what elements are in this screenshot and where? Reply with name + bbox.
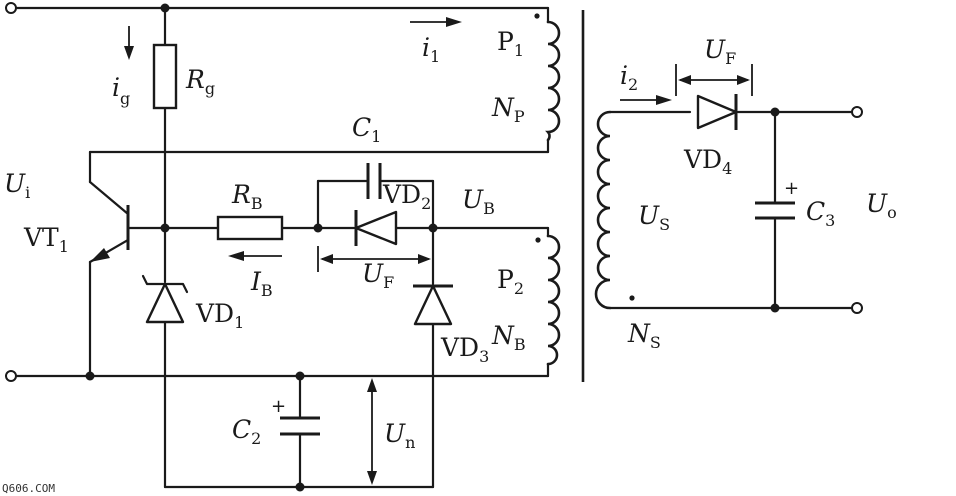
label-vd2: VD2 [382, 180, 431, 213]
label-i1: i1 [422, 33, 440, 66]
arrow-ib [228, 251, 282, 261]
arrow-i1 [410, 17, 462, 27]
transistor-vt1 [90, 205, 130, 262]
feedback-winding-p2 [546, 234, 561, 366]
label-p2: P2 [497, 265, 524, 298]
resistor-rb [216, 215, 284, 241]
diode-vd3 [413, 284, 453, 326]
junction-nodes [85, 3, 780, 492]
capacitor-c3 [755, 201, 795, 220]
label-ns: NS [627, 319, 661, 352]
label-c1: C1 [352, 113, 381, 146]
plus-sign-c3: + [784, 178, 799, 199]
arrow-uf-mid [317, 246, 434, 272]
label-c3: C3 [806, 197, 835, 230]
label-vt1: VT1 [23, 223, 69, 256]
input-terminal-bottom [5, 370, 17, 382]
output-terminal-top [851, 106, 863, 118]
transformer [534, 10, 635, 382]
polarity-dot-p1 [534, 13, 540, 19]
watermark: Q606.COM [2, 482, 55, 495]
arrow-ig [124, 26, 134, 60]
label-rb: RB [231, 180, 263, 213]
polarity-dot-ns [629, 295, 635, 301]
label-nb: NB [491, 321, 526, 354]
capacitor-c2 [280, 416, 320, 436]
labels: Ui Rg ig i1 P1 NP C1 VD2 UB RB VT1 IB UF… [2, 27, 897, 495]
label-us: US [638, 201, 670, 234]
wires [14, 6, 857, 489]
diode-vd4 [696, 94, 738, 130]
resistor-rg [152, 43, 178, 110]
label-c2: C2 [232, 415, 261, 448]
arrow-uf-top [675, 64, 753, 96]
label-uf-mid: UF [362, 259, 394, 292]
primary-winding-p1 [545, 20, 561, 142]
capacitor-c1 [366, 163, 382, 199]
label-ib: IB [250, 267, 273, 300]
label-un: Un [384, 419, 415, 452]
label-ui: Ui [4, 169, 30, 202]
arrow-i2 [620, 95, 672, 105]
input-terminal-top [5, 2, 17, 14]
zener-diode-vd1 [141, 274, 189, 324]
label-uf-top: UF [704, 35, 736, 68]
label-rg: Rg [185, 65, 215, 98]
secondary-winding-ns [594, 110, 612, 310]
diode-vd2 [354, 210, 398, 246]
label-vd1: VD1 [195, 299, 244, 332]
label-vd3: VD3 [440, 333, 489, 366]
arrow-un [367, 378, 377, 485]
label-ig: ig [112, 73, 130, 108]
label-np: NP [491, 93, 525, 126]
label-vd4: VD4 [683, 145, 732, 178]
label-ub: UB [462, 185, 495, 218]
label-p1: P1 [497, 27, 524, 60]
label-uo: Uo [866, 189, 897, 222]
plus-sign-c2: + [271, 396, 286, 417]
terminals [5, 2, 863, 382]
polarity-dot-p2 [535, 237, 541, 243]
label-i2: i2 [620, 61, 638, 94]
output-terminal-bottom [851, 302, 863, 314]
